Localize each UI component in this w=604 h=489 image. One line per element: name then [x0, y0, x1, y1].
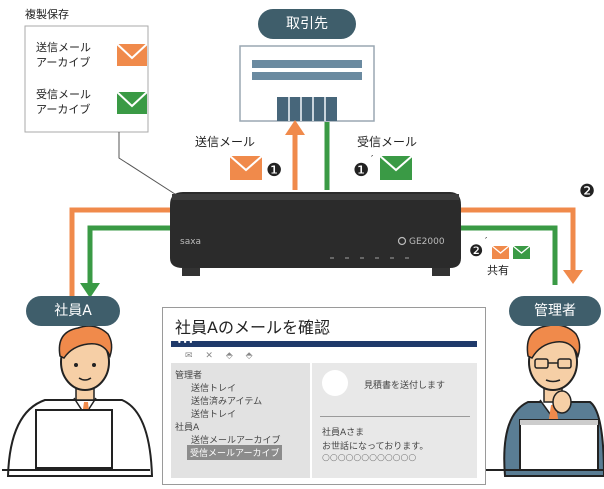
admin-illustration: [486, 324, 604, 477]
window-dots-icon: •••: [177, 338, 195, 347]
mail-window-title: 社員Aのメールを確認: [175, 318, 330, 337]
mail-client-window: 社員Aのメールを確認 ••• ✉ ✕ ⬘ ⬘ 管理者 送信トレイ 送信済みアイテ…: [162, 307, 486, 485]
sent-flow-arrowhead-admin: [563, 270, 583, 284]
folder-item[interactable]: 送信トレイ: [191, 384, 237, 394]
shared-sent-envelope-icon: [491, 245, 510, 259]
employee-a-illustration: [2, 325, 154, 477]
message-divider: [320, 416, 470, 417]
sent-flow-line-admin: [455, 207, 576, 272]
message-subject[interactable]: 見積書を送付します: [364, 381, 446, 391]
forward-icon[interactable]: ⬘: [225, 351, 233, 361]
message-body-line: お世話になっております。: [322, 442, 429, 452]
folder-pane: 管理者 送信トレイ 送信済みアイテム 送信トレイ 社員A 送信メールアーカイブ …: [171, 363, 310, 478]
folder-item[interactable]: 管理者: [175, 371, 203, 381]
message-pane: 見積書を送付します 社員Aさま お世話になっております。 ○○○○○○○○○○○…: [312, 363, 477, 478]
recv-mail-envelope-icon: [379, 155, 413, 180]
archive-connector-line: [118, 132, 179, 197]
mail-toolbar: ✉ ✕ ⬘ ⬘: [185, 351, 263, 361]
recv-flow-arrowhead-employee: [80, 283, 100, 298]
ge2000-device-icon: [170, 192, 461, 276]
recv-archive-envelope-icon: [116, 91, 148, 114]
archive-box: [24, 25, 149, 133]
message-body-line: 社員Aさま: [322, 428, 365, 438]
device-logo-icon: [397, 236, 407, 246]
folder-item[interactable]: 送信メールアーカイブ: [191, 436, 281, 446]
mail-icon[interactable]: ✉: [185, 351, 193, 361]
sent-flow-arrowhead-up: [285, 120, 305, 135]
folder-item-selected[interactable]: 受信メールアーカイブ: [187, 445, 283, 460]
message-body-line: ○○○○○○○○○○○○: [322, 453, 417, 463]
recv-flow-line-admin: [455, 225, 558, 285]
close-icon[interactable]: ✕: [205, 351, 213, 361]
folder-item[interactable]: 送信トレイ: [191, 410, 237, 420]
folder-item[interactable]: 社員A: [175, 423, 200, 433]
partner-building-icon: [239, 45, 375, 122]
sent-archive-envelope-icon: [116, 43, 148, 66]
device-brand: saxa: [180, 237, 201, 247]
forward-icon[interactable]: ⬘: [245, 351, 253, 361]
device-model: GE2000: [409, 237, 445, 247]
avatar: [322, 370, 348, 396]
mail-title-bar: [171, 341, 477, 347]
shared-recv-envelope-icon: [512, 245, 531, 259]
sent-flow-line-employee: [69, 207, 186, 300]
folder-item[interactable]: 送信済みアイテム: [191, 397, 263, 407]
sent-mail-envelope-icon: [229, 155, 263, 180]
recv-flow-line-employee: [87, 225, 185, 286]
